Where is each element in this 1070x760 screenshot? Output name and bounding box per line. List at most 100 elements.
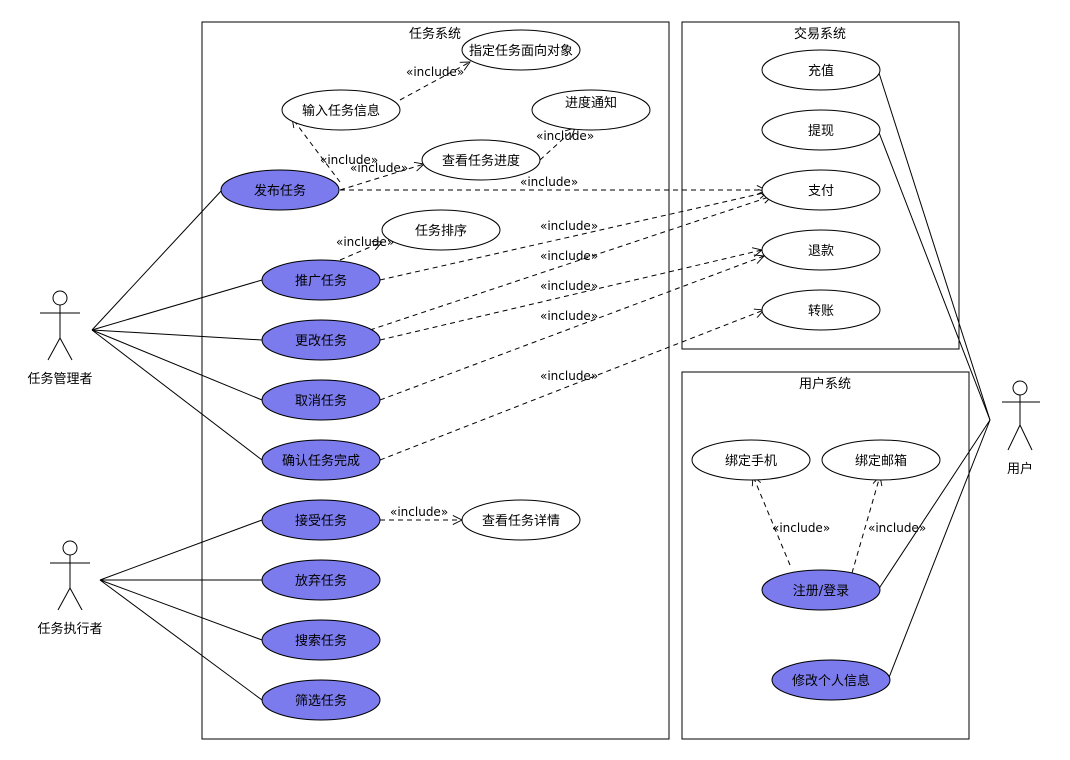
usecase-confirm[interactable]: 确认任务完成: [261, 439, 381, 481]
include-label: «include»: [320, 153, 378, 167]
usecase-refund[interactable]: 退款: [761, 229, 881, 271]
assoc-user-edit-profile: [887, 419, 991, 681]
trade-system-title: 交易系统: [794, 26, 846, 42]
usecase-label: 更改任务: [295, 333, 347, 349]
include-label: «include»: [540, 279, 598, 293]
usecase-recharge[interactable]: 充值: [761, 49, 881, 91]
include-label: «include»: [868, 521, 926, 535]
user-associations: [877, 69, 991, 681]
usecase-label: 绑定手机: [725, 454, 777, 469]
usecase-label: 接受任务: [295, 513, 347, 529]
usecase-label: 支付: [808, 184, 834, 199]
usecase-label: 搜索任务: [295, 633, 347, 649]
usecase-label: 进度通知: [565, 95, 617, 111]
usecase-label: 充值: [808, 63, 834, 79]
usecase-filter[interactable]: 筛选任务: [261, 679, 381, 721]
include-label: «include»: [336, 235, 394, 249]
include-label: «include»: [390, 505, 448, 519]
usecase-search[interactable]: 搜索任务: [261, 619, 381, 661]
assoc-executor-filter: [99, 579, 263, 701]
actor-label: 用户: [1007, 461, 1033, 477]
usecase-view-detail[interactable]: 查看任务详情: [461, 499, 581, 541]
incl-modify-pay: [369, 196, 772, 331]
assoc-executor-search: [99, 579, 263, 641]
assoc-user-register: [877, 419, 991, 591]
include-label: «include»: [540, 249, 598, 263]
usecase-input-info[interactable]: 输入任务信息: [281, 89, 401, 131]
usecase-abandon[interactable]: 放弃任务: [261, 559, 381, 601]
usecase-withdraw[interactable]: 提现: [761, 109, 881, 151]
assoc-manager-publish: [91, 189, 223, 331]
usecase-label: 指定任务面向对象: [469, 43, 573, 59]
usecase-progress-notice[interactable]: 进度通知: [531, 89, 651, 131]
usecase-rank[interactable]: 任务排序: [381, 209, 501, 251]
incl-publish-input: [292, 118, 341, 183]
usecase-label: 输入任务信息: [302, 103, 380, 119]
incl-register-bind-email: [851, 476, 880, 574]
usecase-accept[interactable]: 接受任务: [261, 499, 381, 541]
incl-progress-notice: [539, 128, 575, 161]
usecase-label: 提现: [808, 123, 834, 139]
stick-figure-icon: [50, 540, 90, 611]
assoc-manager-confirm: [91, 329, 263, 461]
incl-confirm-transfer: [379, 310, 764, 461]
usecase-label: 查看任务详情: [482, 513, 560, 529]
usecase-label: 放弃任务: [295, 573, 347, 589]
assoc-manager-modify: [91, 329, 263, 341]
usecase-label: 注册/登录: [793, 584, 849, 599]
assoc-manager-promote: [91, 279, 263, 331]
task-system-title: 任务系统: [409, 26, 461, 42]
usecase-label: 查看任务进度: [442, 153, 520, 169]
include-relations: [292, 62, 880, 574]
assoc-manager-cancel: [91, 329, 263, 401]
incl-promote-pay: [379, 192, 768, 281]
usecase-pay[interactable]: 支付: [761, 169, 881, 211]
usecase-edit-profile[interactable]: 修改个人信息: [771, 659, 891, 701]
usecase-label: 发布任务: [254, 183, 306, 199]
actor-label: 任务管理者: [27, 371, 92, 387]
include-label: «include»: [772, 521, 830, 535]
usecase-modify[interactable]: 更改任务: [261, 319, 381, 361]
usecase-label: 修改个人信息: [792, 673, 870, 689]
usecase-register-login[interactable]: 注册/登录: [761, 569, 881, 611]
include-label: «include»: [536, 129, 594, 143]
include-label: «include»: [520, 175, 578, 189]
incl-modify-refund: [379, 250, 762, 341]
usecase-publish[interactable]: 发布任务: [220, 169, 340, 211]
include-label: «include»: [350, 161, 408, 175]
actor-user[interactable]: 用户: [1002, 380, 1040, 477]
usecase-label: 确认任务完成: [282, 453, 360, 469]
include-label: «include»: [540, 219, 598, 233]
assoc-user-withdraw: [877, 129, 991, 421]
include-label: «include»: [540, 369, 598, 383]
usecase-label: 绑定邮箱: [855, 453, 907, 469]
include-label: «include»: [540, 309, 598, 323]
usecase-bind-email[interactable]: 绑定邮箱: [821, 439, 941, 481]
usecase-view-progress[interactable]: 查看任务进度: [421, 139, 541, 181]
stick-figure-icon: [1002, 380, 1040, 451]
usecase-label: 筛选任务: [295, 693, 347, 709]
incl-publish-view-progress: [339, 164, 424, 191]
actor-task-executor[interactable]: 任务执行者: [37, 540, 103, 637]
usecase-label: 取消任务: [295, 393, 347, 409]
usecase-label: 推广任务: [295, 273, 347, 289]
stick-figure-icon: [40, 290, 80, 361]
actor-task-manager[interactable]: 任务管理者: [27, 290, 93, 387]
usecase-bind-phone[interactable]: 绑定手机: [691, 439, 811, 481]
usecase-label: 任务排序: [415, 223, 467, 239]
incl-promote-rank: [339, 242, 382, 261]
usecase-cancel[interactable]: 取消任务: [261, 379, 381, 421]
incl-register-bind-phone: [753, 476, 791, 566]
usecase-promote[interactable]: 推广任务: [261, 259, 381, 301]
usecase-transfer[interactable]: 转账: [761, 289, 881, 331]
assoc-user-recharge: [877, 69, 991, 421]
usecase-label: 转账: [808, 304, 834, 319]
task-system-boundary: 任务系统: [201, 21, 670, 740]
executor-associations: [99, 519, 263, 701]
include-labels: «include» «include» «include» «include» …: [320, 65, 926, 535]
manager-associations: [91, 189, 263, 461]
include-label: «include»: [406, 65, 464, 79]
usecase-target[interactable]: 指定任务面向对象: [461, 29, 581, 71]
assoc-executor-accept: [99, 519, 263, 581]
